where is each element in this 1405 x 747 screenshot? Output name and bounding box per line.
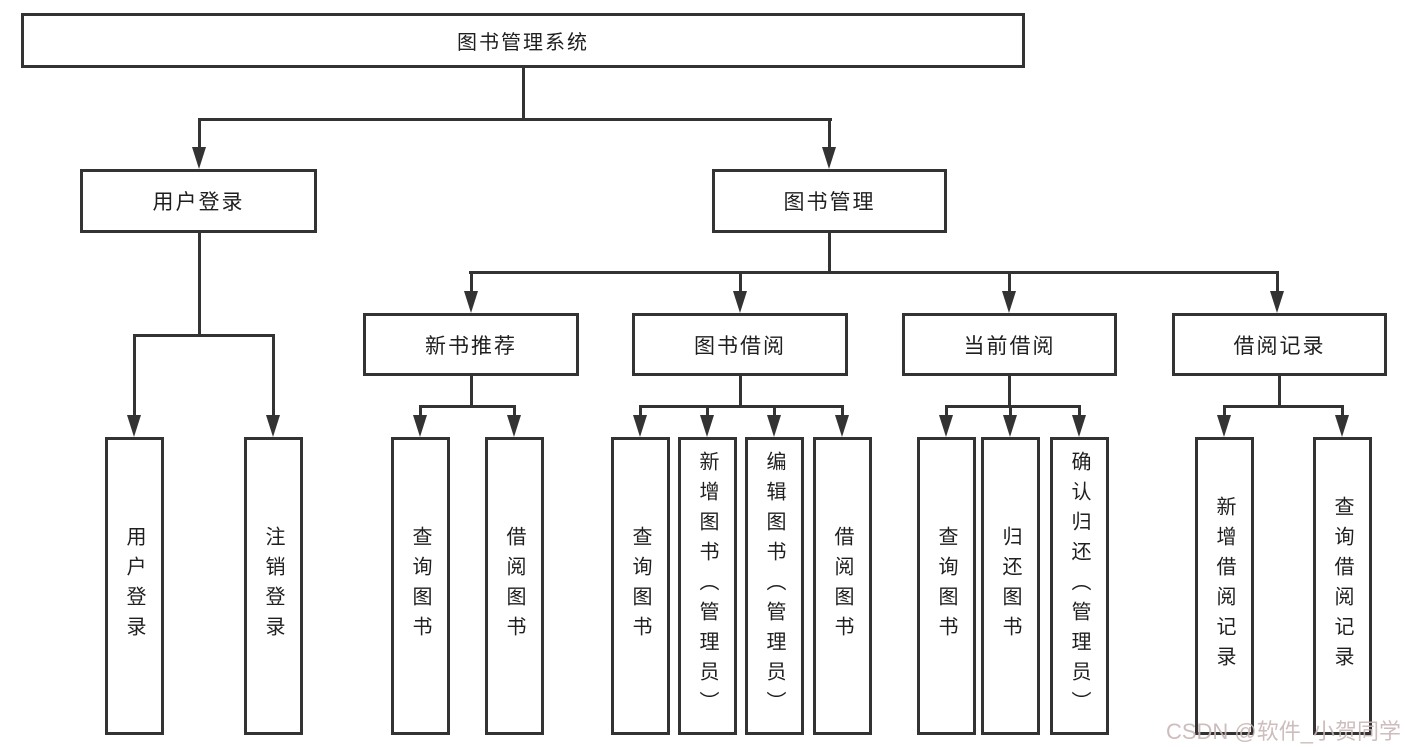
node-book-borrowing-label: 图书借阅 xyxy=(694,334,786,358)
arrow-down-icon xyxy=(699,415,714,437)
leaf-add-books-admin: 新增图书（管理员） xyxy=(677,437,737,735)
leaf-confirm-return-admin: 确认归还（管理员） xyxy=(1049,437,1109,735)
leaf-add-borrow-record-label: 新增借阅记录 xyxy=(1213,496,1235,676)
leaf-query-books-borrowing: 查询图书 xyxy=(610,437,670,735)
leaf-logout: 注销登录 xyxy=(243,437,303,735)
arrow-down-icon xyxy=(834,415,849,437)
edge-line xyxy=(1222,405,1344,408)
leaf-user-login-label: 用户登录 xyxy=(123,526,145,646)
arrow-down-icon xyxy=(732,291,747,313)
edge-line xyxy=(418,405,516,408)
leaf-query-books-recommend: 查询图书 xyxy=(390,437,450,735)
edge-line xyxy=(1007,271,1011,293)
node-user-login: 用户登录 xyxy=(80,169,317,233)
edge-line xyxy=(418,405,422,417)
leaf-borrow-books-recommend: 借阅图书 xyxy=(484,437,544,735)
node-library-system: 图书管理系统 xyxy=(21,13,1025,68)
leaf-query-books-current-label: 查询图书 xyxy=(935,526,957,646)
node-user-login-label: 用户登录 xyxy=(152,191,245,214)
edge-line xyxy=(1275,271,1279,293)
leaf-query-books-borrowing-label: 查询图书 xyxy=(629,526,651,646)
arrow-down-icon xyxy=(126,415,141,437)
leaf-confirm-return-admin-label: 确认归还（管理员） xyxy=(1068,451,1090,721)
leaf-edit-books-admin: 编辑图书（管理员） xyxy=(744,437,804,735)
csdn-watermark: CSDN @软件_小贺同学 xyxy=(1165,719,1401,744)
leaf-return-books: 归还图书 xyxy=(980,437,1040,735)
edge-line xyxy=(197,118,201,151)
leaf-add-books-admin-label: 新增图书（管理员） xyxy=(696,451,718,721)
edge-line xyxy=(827,233,831,274)
node-borrowing-records-label: 借阅记录 xyxy=(1233,334,1326,358)
leaf-user-login: 用户登录 xyxy=(104,437,164,735)
edge-line xyxy=(469,376,473,408)
arrow-down-icon xyxy=(766,415,781,437)
edge-line xyxy=(705,405,709,417)
edge-line xyxy=(738,271,742,293)
node-library-system-label: 图书管理系统 xyxy=(457,32,589,54)
leaf-query-borrow-record: 查询借阅记录 xyxy=(1312,437,1372,735)
leaf-borrow-books-borrowing: 借阅图书 xyxy=(812,437,872,735)
arrow-down-icon xyxy=(821,147,836,169)
edge-line xyxy=(1077,405,1081,417)
arrow-down-icon xyxy=(1269,291,1284,313)
edge-line xyxy=(827,118,831,151)
edge-line xyxy=(521,68,525,121)
edge-line xyxy=(638,405,844,408)
node-new-book-recommendation: 新书推荐 xyxy=(363,313,579,376)
edge-line xyxy=(271,334,275,418)
edge-line xyxy=(469,271,473,293)
arrow-down-icon xyxy=(1334,415,1349,437)
arrow-down-icon xyxy=(506,415,521,437)
edge-line xyxy=(944,405,1081,408)
edge-line xyxy=(132,334,275,337)
arrow-down-icon xyxy=(265,415,280,437)
node-current-borrowing: 当前借阅 xyxy=(902,313,1117,376)
node-book-management-label: 图书管理 xyxy=(783,191,876,214)
edge-line xyxy=(197,233,201,337)
edge-line xyxy=(512,405,516,417)
arrow-down-icon xyxy=(191,147,206,169)
arrow-down-icon xyxy=(1001,291,1016,313)
edge-line xyxy=(197,118,832,121)
leaf-borrow-books-borrowing-label: 借阅图书 xyxy=(831,526,853,646)
edge-line xyxy=(1277,376,1281,408)
leaf-borrow-books-recommend-label: 借阅图书 xyxy=(503,526,525,646)
leaf-return-books-label: 归还图书 xyxy=(999,526,1021,646)
node-book-management: 图书管理 xyxy=(712,169,947,233)
edge-line xyxy=(840,405,844,417)
edge-line xyxy=(738,376,742,408)
node-new-book-recommendation-label: 新书推荐 xyxy=(425,334,517,358)
node-book-borrowing: 图书借阅 xyxy=(632,313,848,376)
edge-line xyxy=(1340,405,1344,417)
arrow-down-icon xyxy=(412,415,427,437)
leaf-logout-label: 注销登录 xyxy=(262,526,284,646)
leaf-edit-books-admin-label: 编辑图书（管理员） xyxy=(763,451,785,721)
arrow-down-icon xyxy=(632,415,647,437)
node-current-borrowing-label: 当前借阅 xyxy=(963,334,1056,358)
edge-line xyxy=(1008,405,1012,417)
leaf-query-borrow-record-label: 查询借阅记录 xyxy=(1331,496,1353,676)
node-borrowing-records: 借阅记录 xyxy=(1172,313,1387,376)
edge-line xyxy=(132,334,136,418)
leaf-query-books-recommend-label: 查询图书 xyxy=(409,526,431,646)
arrow-down-icon xyxy=(1216,415,1231,437)
leaf-add-borrow-record: 新增借阅记录 xyxy=(1194,437,1254,735)
arrow-down-icon xyxy=(938,415,953,437)
edge-line xyxy=(1007,376,1011,408)
edge-line xyxy=(1222,405,1226,417)
edge-line xyxy=(469,271,1279,274)
arrow-down-icon xyxy=(463,291,478,313)
edge-line xyxy=(772,405,776,417)
edge-line xyxy=(944,405,948,417)
edge-line xyxy=(638,405,642,417)
arrow-down-icon xyxy=(1071,415,1086,437)
leaf-query-books-current: 查询图书 xyxy=(916,437,976,735)
arrow-down-icon xyxy=(1002,415,1017,437)
